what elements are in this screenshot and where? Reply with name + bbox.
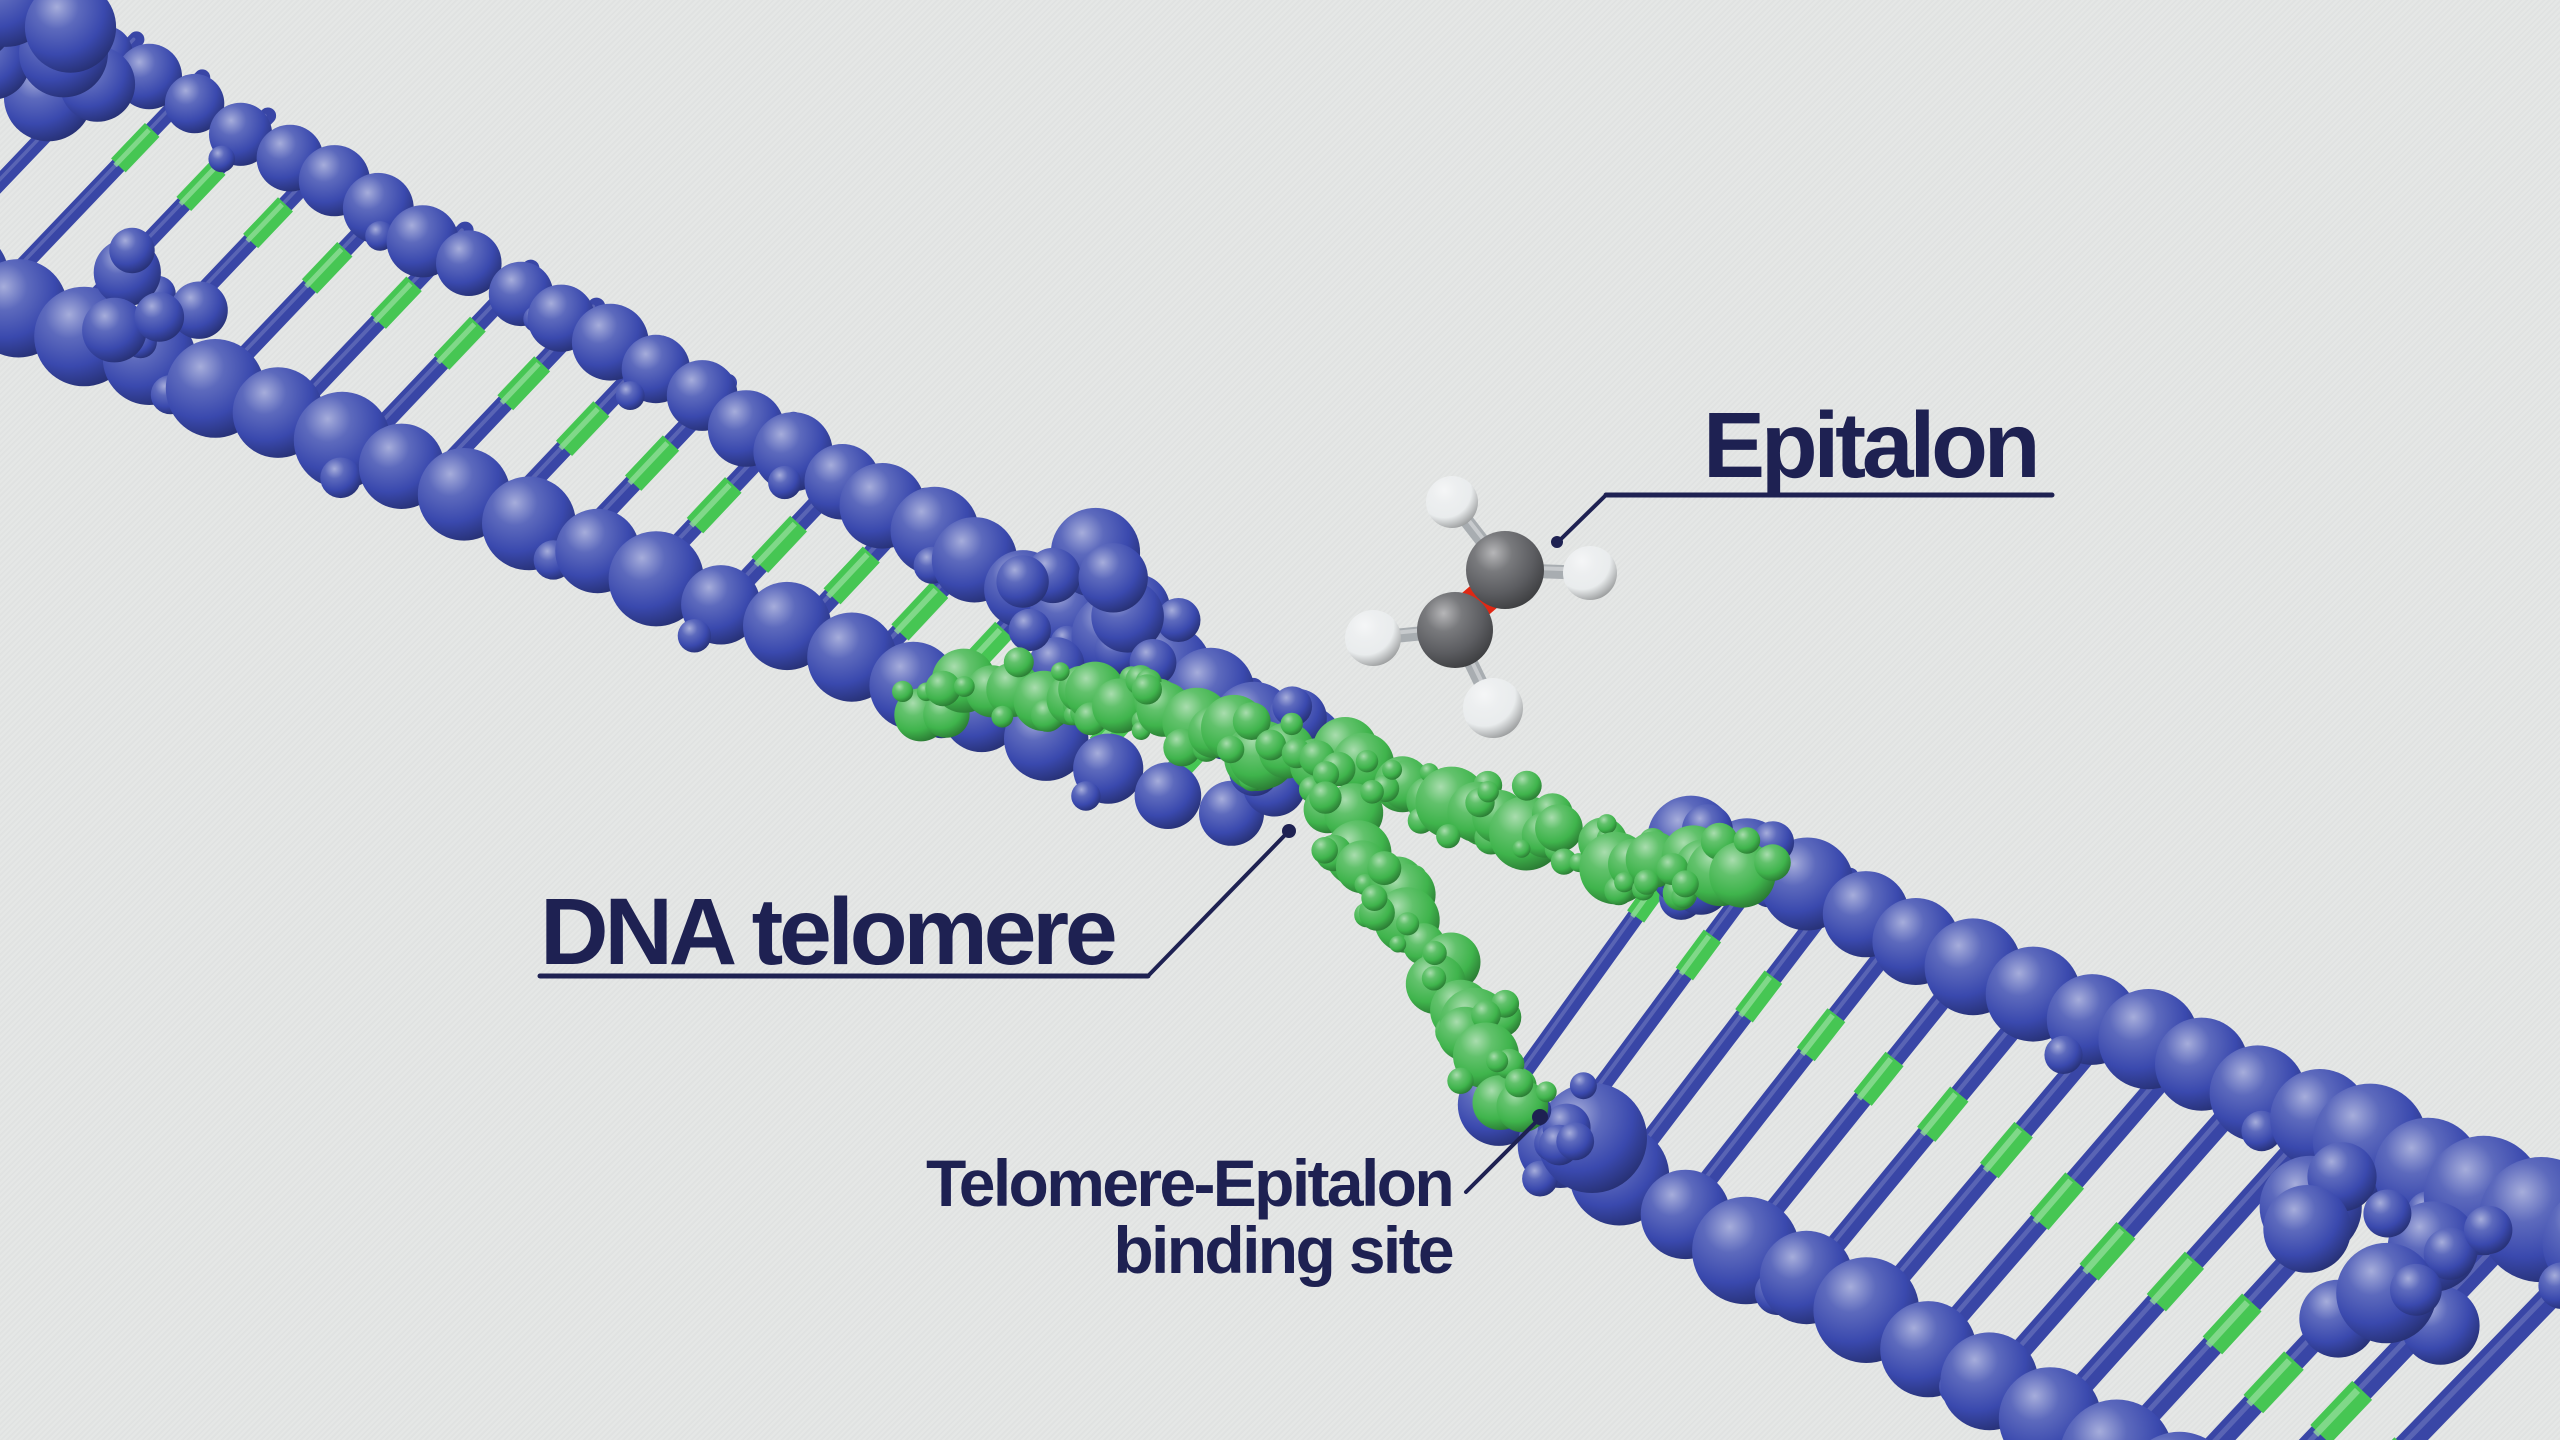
- dna-telomere-label: DNA telomere: [540, 879, 1118, 985]
- binding-site-label-line2: binding site: [1113, 1213, 1454, 1288]
- telomere-strand: [892, 647, 1791, 1133]
- annotation-lines: [537, 492, 2055, 1194]
- epitalon-molecule: [1345, 476, 1617, 738]
- binding-site-leader-line: [1464, 1119, 1539, 1194]
- binding-site-leader-dot: [1532, 1109, 1548, 1125]
- epitalon-leader-line: [1558, 493, 1608, 542]
- binding-site-label-line1: Telomere-Epitalon: [926, 1146, 1455, 1220]
- epitalon-label: Epitalon: [1703, 393, 2041, 497]
- dna-telomere-leader-line: [1146, 831, 1289, 978]
- epitalon-leader-dot: [1551, 536, 1563, 548]
- dna-telomere-leader-dot: [1282, 824, 1296, 838]
- binding-site-label: Telomere-Epitalon binding site: [900, 1146, 1455, 1288]
